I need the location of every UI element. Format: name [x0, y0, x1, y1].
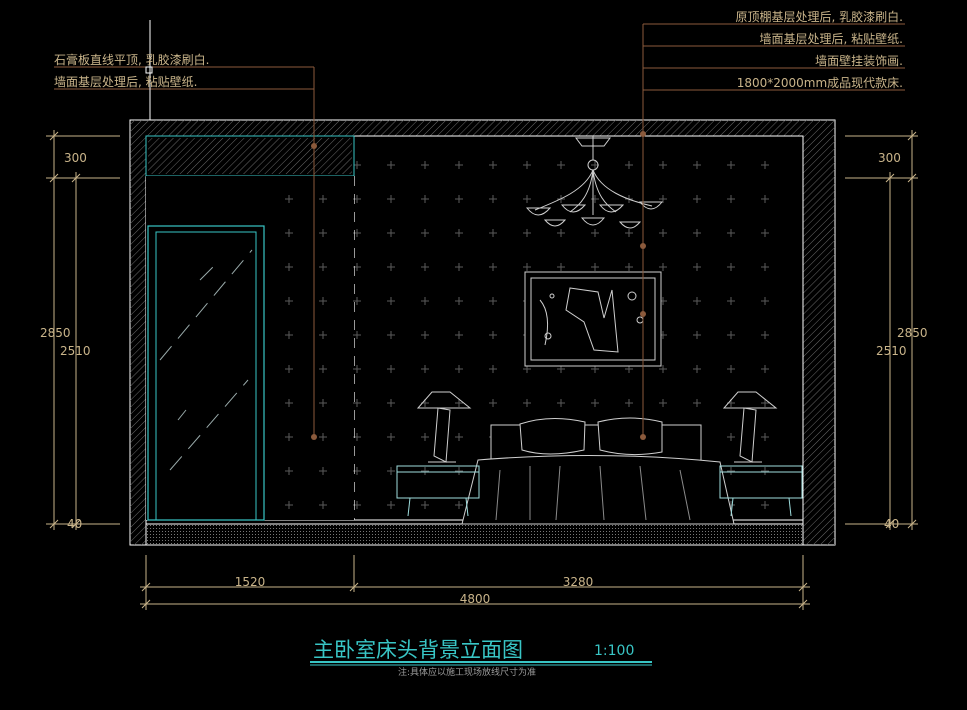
annotation-right-3: 墙面壁挂装饰画. — [815, 53, 903, 68]
dim-left-bottom: 40 — [67, 517, 82, 531]
dim-right-total: 2850 — [897, 326, 928, 340]
annotation-right-1: 原顶棚基层处理后, 乳胶漆刷白. — [736, 9, 903, 24]
wardrobe-door — [146, 176, 354, 521]
left-dimension-lines — [46, 130, 120, 530]
drawing-note: 注:具体应以施工现场放线尺寸为准 — [398, 666, 536, 678]
chandelier — [525, 136, 664, 229]
drawing-title: 主卧室床头背景立面图 — [313, 638, 523, 662]
dim-left-top: 300 — [64, 151, 87, 165]
dim-bottom-right: 3280 — [563, 575, 594, 589]
right-nightstand — [719, 391, 803, 517]
annotation-right-4: 1800*2000mm成品现代款床. — [737, 76, 903, 90]
dim-left-total: 2850 — [40, 326, 71, 340]
right-dimension-lines — [845, 130, 918, 530]
drawing-scale: 1:100 — [594, 643, 634, 659]
dim-right-top: 300 — [878, 151, 901, 165]
dim-right-bottom: 40 — [884, 517, 899, 531]
annotation-left-1: 石膏板直线平顶, 乳胶漆刷白. — [54, 52, 209, 67]
bottom-dimension-lines — [140, 555, 810, 610]
wall-painting — [524, 271, 662, 367]
dim-bottom-total: 4800 — [460, 592, 491, 606]
leader-dots — [311, 131, 646, 440]
dim-left-mid: 2510 — [60, 344, 91, 358]
cad-cursor — [145, 66, 153, 74]
annotation-right-2: 墙面基层处理后, 粘贴壁纸. — [760, 31, 903, 46]
bed — [461, 417, 735, 525]
left-nightstand — [396, 391, 480, 517]
gypsum-ceiling — [145, 135, 355, 177]
dim-bottom-left: 1520 — [235, 575, 266, 589]
annotation-left-2: 墙面基层处理后, 粘贴壁纸. — [54, 74, 197, 89]
dim-right-mid: 2510 — [876, 344, 907, 358]
leader-lines — [54, 20, 905, 437]
